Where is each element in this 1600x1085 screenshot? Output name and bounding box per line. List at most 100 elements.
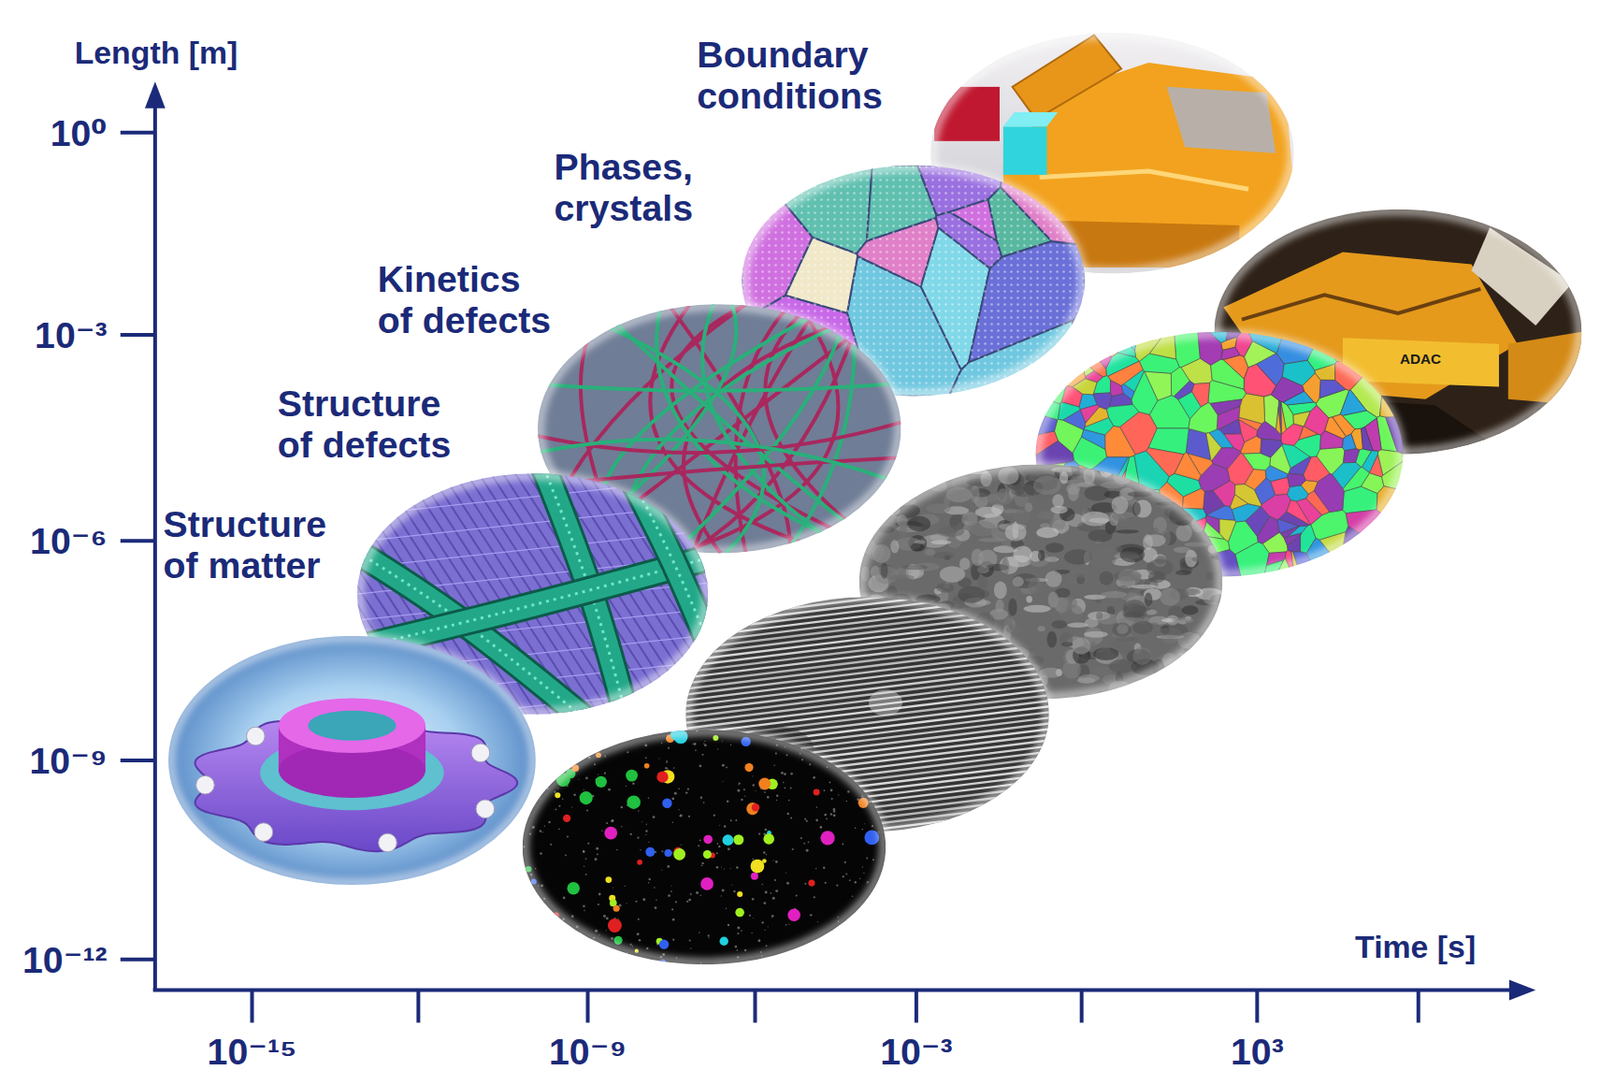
texture-blob	[1159, 588, 1181, 606]
y-tick	[120, 538, 156, 543]
grain-cell	[1239, 417, 1263, 431]
color-dot	[700, 877, 714, 891]
tiny-dot	[607, 788, 611, 792]
tiny-dot	[726, 799, 730, 803]
tiny-dot	[721, 740, 723, 742]
tiny-dot	[629, 943, 632, 946]
tiny-dot	[549, 843, 552, 846]
tiny-dot	[690, 893, 692, 895]
tiny-dot	[740, 929, 743, 932]
texture-blob	[1206, 571, 1214, 580]
tiny-dot	[524, 917, 527, 920]
tiny-dot	[800, 836, 803, 839]
texture-blob	[1111, 622, 1132, 637]
grain-cell	[1293, 411, 1311, 427]
tiny-dot	[829, 781, 832, 784]
texture-blob	[1187, 480, 1197, 496]
tiny-dot	[771, 916, 773, 918]
tiny-dot	[867, 757, 870, 760]
texture-blob	[1127, 470, 1145, 479]
y-tick	[120, 758, 156, 763]
y-tick	[120, 957, 156, 962]
tiny-dot	[530, 915, 534, 919]
tiny-dot	[703, 742, 706, 745]
dots-ground	[522, 729, 886, 965]
tiny-dot	[598, 893, 602, 896]
texture-blob	[925, 503, 952, 514]
dislocation-line	[537, 422, 901, 453]
texture-blob	[1165, 483, 1189, 495]
color-dot	[554, 792, 561, 798]
tiny-dot	[806, 733, 808, 736]
tiny-dot	[721, 780, 723, 782]
texture-blob	[1055, 668, 1063, 677]
tiny-dot	[577, 778, 579, 780]
grain-cell	[1174, 452, 1201, 481]
tiny-dot	[775, 752, 778, 755]
tiny-dot	[783, 772, 787, 776]
grain-cell	[1383, 503, 1404, 535]
tiny-dot	[524, 908, 527, 911]
texture-blob	[1199, 666, 1220, 678]
texture-blob	[1001, 557, 1010, 576]
grain-cell	[1036, 363, 1066, 391]
tiny-dot	[539, 777, 542, 779]
barrier-top	[1003, 112, 1058, 127]
photo-lettering: ADAC	[1397, 351, 1444, 368]
grain-cell	[1340, 554, 1370, 577]
color-dot	[595, 776, 607, 788]
tiny-dot	[730, 744, 733, 747]
dislocation-line	[702, 303, 851, 553]
tiny-dot	[601, 745, 603, 747]
tiny-dot	[774, 879, 777, 881]
texture-blob	[994, 599, 1004, 613]
wreck-crease	[1241, 288, 1481, 320]
tiny-dot	[854, 826, 857, 829]
texture-blob	[1114, 689, 1139, 701]
lattice-line	[770, 473, 927, 715]
tiny-dot	[835, 747, 837, 750]
texture-blob	[1051, 619, 1067, 629]
texture-blob	[910, 542, 924, 551]
scale-heading: Kinetics of defects	[377, 258, 557, 341]
x-tick	[1080, 989, 1084, 1023]
color-dot	[744, 763, 753, 772]
tiny-dot	[665, 760, 668, 763]
x-axis	[153, 987, 1516, 992]
tiny-dot	[610, 819, 613, 822]
tiny-dot	[721, 763, 725, 767]
tiny-dot	[523, 812, 527, 816]
atom-ball	[246, 726, 266, 746]
color-dot	[813, 789, 821, 796]
grain-cell	[1230, 494, 1249, 510]
texture-blob	[968, 520, 996, 537]
grain-cell	[1243, 363, 1277, 397]
tiny-dot	[638, 938, 642, 942]
lattice-line	[0, 473, 64, 715]
tiny-dot	[645, 834, 647, 836]
texture-blob	[930, 540, 952, 545]
grain-cell	[1298, 426, 1318, 440]
lattice-line	[782, 473, 939, 715]
tiny-dot	[655, 899, 657, 901]
tiny-dot	[605, 821, 608, 824]
texture-blob	[1206, 485, 1218, 501]
tiny-dot	[653, 886, 656, 889]
tiny-dot	[862, 779, 865, 782]
y-axis	[153, 101, 158, 990]
color-dot	[604, 826, 618, 840]
tiny-dot	[847, 790, 850, 793]
tiny-dot	[773, 764, 775, 766]
tiny-dot	[803, 842, 806, 845]
texture-blob	[1008, 597, 1017, 616]
texture-blob	[1191, 484, 1212, 491]
texture-blob	[1172, 676, 1186, 681]
tiny-dot	[845, 800, 848, 803]
tiny-dot	[582, 850, 586, 853]
tiny-dot	[564, 763, 567, 765]
tiny-dot	[854, 880, 857, 883]
tiny-dot	[827, 739, 830, 742]
tiny-dot	[583, 789, 585, 791]
scale-figure	[521, 724, 887, 968]
lattice-line	[16, 473, 173, 715]
